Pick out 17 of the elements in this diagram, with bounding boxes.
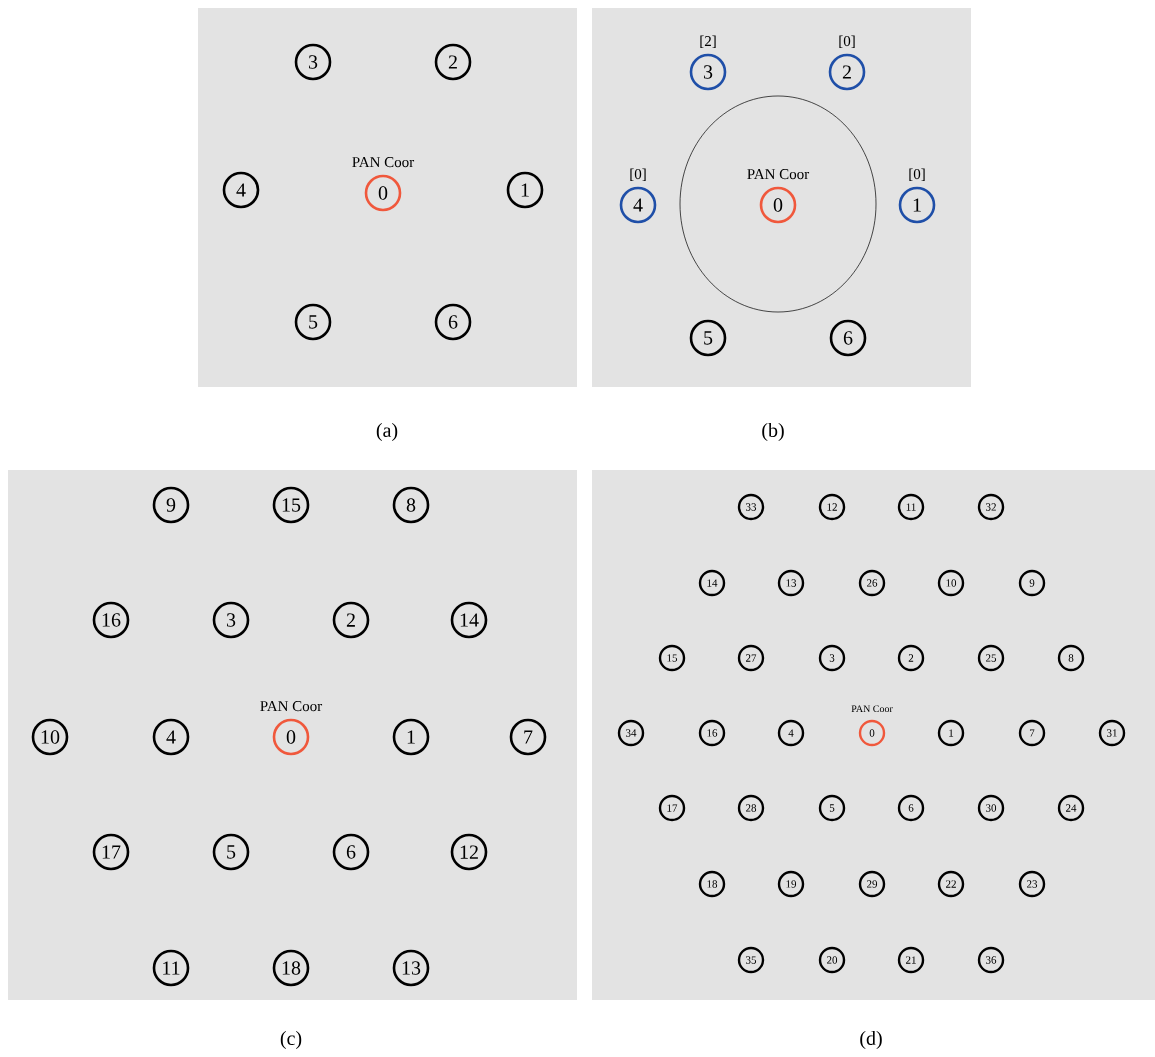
node-label: [0]	[839, 35, 855, 48]
panel-background	[8, 470, 577, 1000]
node-label: PAN Coor	[352, 157, 415, 168]
range-circle	[679, 95, 877, 313]
node-label: [2]	[700, 35, 716, 48]
node-label: [0]	[630, 168, 646, 181]
subfigure-caption: (d)	[860, 1030, 882, 1050]
subfigure-caption: (c)	[280, 1030, 302, 1050]
subfigure-caption: (a)	[376, 422, 398, 442]
panel-background	[592, 470, 1155, 1000]
panel-background	[592, 8, 971, 387]
node-label: PAN Coor	[260, 701, 323, 712]
node-label: [0]	[909, 168, 925, 181]
subfigure-caption: (b)	[762, 422, 784, 442]
node-label: PAN Coor	[747, 169, 810, 180]
panel-background	[198, 8, 577, 387]
node-label: PAN Coor	[851, 705, 893, 713]
